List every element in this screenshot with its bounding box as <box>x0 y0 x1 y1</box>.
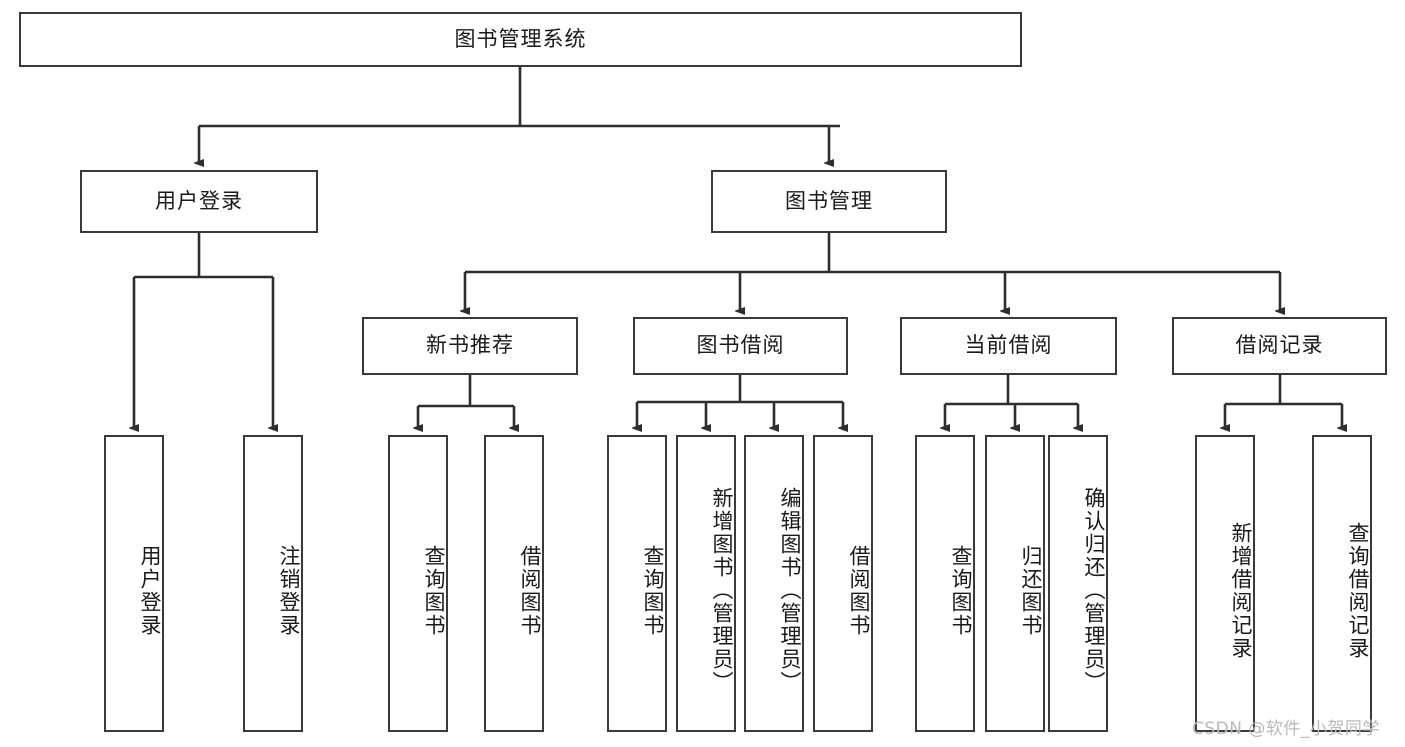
leaf-rec-query-book[interactable]: 查询图书 <box>388 435 448 732</box>
leaf-cb-return-book[interactable]: 归还图书 <box>985 435 1045 732</box>
csdn-watermark: CSDN @软件_小贺同学 <box>1192 719 1380 739</box>
leaf-bb-add-book[interactable]: 新增图书（管理员） <box>676 435 736 732</box>
leaf-user-logout-label: 注销登录 <box>277 544 301 637</box>
leaf-bb-add-book-label: 新增图书（管理员） <box>710 487 734 694</box>
node-user-login[interactable]: 用户登录 <box>80 170 318 233</box>
node-user-login-label: 用户登录 <box>155 188 243 213</box>
leaf-br-add-record[interactable]: 新增借阅记录 <box>1195 435 1255 732</box>
node-book-borrow-label: 图书借阅 <box>696 333 785 358</box>
node-book-manage-label: 图书管理 <box>785 188 873 213</box>
leaf-bb-borrow-book[interactable]: 借阅图书 <box>813 435 873 732</box>
leaf-bb-borrow-book-label: 借阅图书 <box>847 544 871 637</box>
leaf-bb-edit-book[interactable]: 编辑图书（管理员） <box>744 435 804 732</box>
leaf-rec-borrow-book[interactable]: 借阅图书 <box>484 435 544 732</box>
node-book-borrow[interactable]: 图书借阅 <box>633 317 848 375</box>
leaf-user-logout[interactable]: 注销登录 <box>243 435 303 732</box>
node-current-borrow-label: 当前借阅 <box>964 333 1053 358</box>
leaf-bb-edit-book-label: 编辑图书（管理员） <box>778 487 802 694</box>
node-book-manage[interactable]: 图书管理 <box>711 170 947 233</box>
leaf-cb-query-book-label: 查询图书 <box>949 544 973 637</box>
leaf-br-query-record-label: 查询借阅记录 <box>1346 521 1370 660</box>
leaf-user-login[interactable]: 用户登录 <box>104 435 164 732</box>
leaf-cb-return-book-label: 归还图书 <box>1019 544 1043 637</box>
leaf-cb-query-book[interactable]: 查询图书 <box>915 435 975 732</box>
leaf-bb-query-book[interactable]: 查询图书 <box>607 435 667 732</box>
leaf-rec-borrow-book-label: 借阅图书 <box>518 544 542 637</box>
leaf-br-add-record-label: 新增借阅记录 <box>1229 521 1253 660</box>
node-root-label: 图书管理系统 <box>454 26 587 51</box>
node-borrow-record-label: 借阅记录 <box>1235 333 1324 358</box>
leaf-user-login-label: 用户登录 <box>138 544 162 637</box>
leaf-br-query-record[interactable]: 查询借阅记录 <box>1312 435 1372 732</box>
leaf-bb-query-book-label: 查询图书 <box>641 544 665 637</box>
node-borrow-record[interactable]: 借阅记录 <box>1172 317 1387 375</box>
leaf-cb-confirm-return[interactable]: 确认归还（管理员） <box>1048 435 1108 732</box>
leaf-rec-query-book-label: 查询图书 <box>422 544 446 637</box>
node-root[interactable]: 图书管理系统 <box>19 12 1022 67</box>
node-new-book-rec[interactable]: 新书推荐 <box>362 317 578 375</box>
node-current-borrow[interactable]: 当前借阅 <box>900 317 1117 375</box>
node-new-book-rec-label: 新书推荐 <box>426 333 514 358</box>
leaf-cb-confirm-return-label: 确认归还（管理员） <box>1082 487 1106 694</box>
